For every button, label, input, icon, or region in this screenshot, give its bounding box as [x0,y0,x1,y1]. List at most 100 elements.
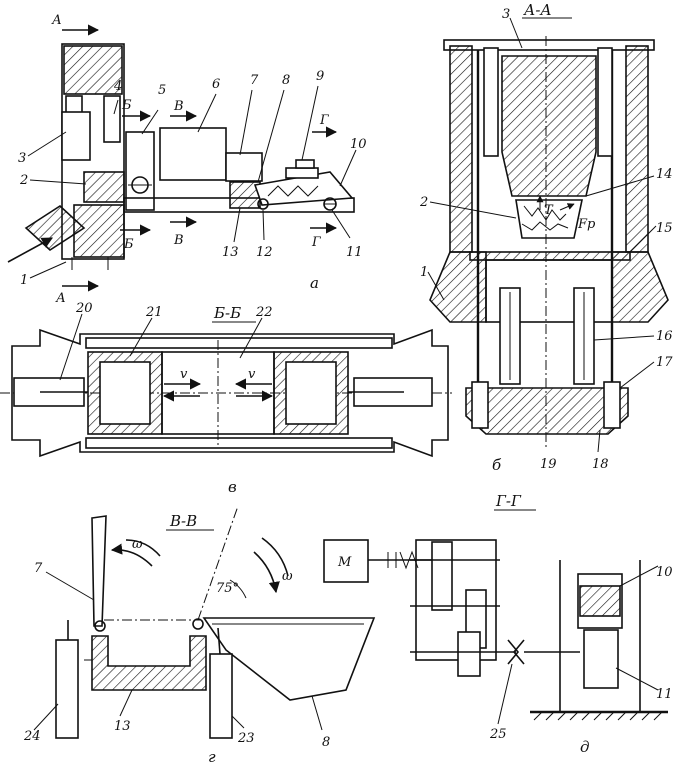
omega-right-arrow [253,551,280,594]
symbol-v-right: v [248,367,256,382]
upper-jaw-3 [501,55,597,197]
top-rail [85,337,393,349]
leader-25 [497,663,513,725]
label-4: 4 [113,79,122,94]
ground-hatch [533,711,663,721]
leader-b2 [429,201,517,219]
roller-12 [257,198,269,210]
label-g11: 11 [656,687,673,702]
view-g-section-vv: В-В 7 24 13 23 8 ω ω [23,505,376,766]
clutch-25 [507,639,525,665]
symbol-v-left: v [180,367,188,382]
leader-g11 [615,667,659,691]
lever-7-pivot [94,620,106,632]
label-25: 25 [489,727,507,742]
label-16: 16 [656,329,673,344]
symbol-omega-left: ω [132,537,143,552]
label-g10: 10 [656,565,673,580]
omega-left-arrow [110,543,153,567]
leader-16 [593,335,655,341]
left-wall [449,45,473,253]
jaw-2 [83,171,125,203]
leader-5 [141,109,159,135]
force-fp-arrow [559,203,575,211]
nut-17-right [603,381,621,429]
motor-label: М [337,555,352,570]
conveyor-zigzag [267,185,319,197]
lower-plate [469,251,631,261]
marker-b-bottom: Б [123,237,134,252]
label-g13: 13 [114,719,131,734]
slider-3 [61,111,91,161]
jaw-box-21-left-inner [99,361,151,425]
label-19: 19 [540,457,557,472]
view-a: А А Б Б В В Г Г 3 2 1 4 5 6 7 8 9 10 11 … [7,13,367,306]
leader-g8 [311,695,323,731]
unit-6 [159,127,227,181]
leader-b1 [427,271,445,301]
label-5: 5 [158,83,166,98]
roller-10-band [579,585,621,617]
stone-2 [515,199,583,239]
gearbox [415,539,497,661]
label-7: 7 [250,73,259,88]
leader-22 [239,317,263,359]
label-3: 3 [18,151,26,166]
roller-11 [583,629,619,689]
gear-3 [457,631,481,677]
leader-13 [233,207,241,243]
leader-b3 [509,17,523,49]
cylinder-9 [285,167,319,179]
caption-v: в [228,478,237,496]
marker-a-top: А [51,13,62,28]
leader-20 [59,313,83,381]
caption-g: г [208,748,216,766]
symbol-omega-right: ω [282,569,293,584]
label-b3: 3 [502,7,510,22]
omega-left-arc [125,539,161,557]
frame-outline [11,328,449,458]
leader-14 [585,175,655,197]
feed-arrow [7,237,53,263]
view-v-section-bb: Б-Б 20 21 22 v v в [0,301,452,496]
omega-right-arc [261,537,289,577]
cylinder-23 [209,653,233,739]
leader-23 [231,715,245,729]
leader-3 [27,131,67,157]
leader-11 [331,209,351,239]
motor-box [323,539,369,583]
marker-a-bottom: А [55,291,66,306]
leader-12 [262,209,265,241]
leader-4 [113,99,119,115]
section-title-vv: В-В [169,512,197,530]
tilt-line [197,505,239,621]
label-10: 10 [350,137,367,152]
right-guide-rail [597,47,613,157]
section-title-bb: Б-Б [213,304,241,322]
right-wall [625,45,649,253]
label-12: 12 [256,245,273,260]
label-23: 23 [237,731,255,746]
label-8: 8 [282,73,290,88]
lever-7 [91,515,107,627]
leader-g7 [45,571,95,601]
leader-21 [129,317,153,357]
leader-g10 [619,565,659,587]
label-g7: 7 [34,561,43,576]
nut-17-left [471,381,489,429]
caption-d: д [580,738,590,756]
bin-13-section [91,635,207,691]
section-title-gg: Г-Г [495,492,522,510]
top-beam [443,39,655,51]
label-20: 20 [75,301,93,316]
caption-b: б [492,456,502,474]
right-frame-lower [611,251,669,323]
leader-2 [29,179,87,185]
label-14: 14 [656,167,673,182]
label-11: 11 [346,245,363,260]
marker-v-bottom: В [173,233,184,248]
chute-8 [202,617,376,701]
leader-10 [339,149,357,187]
frame-top-block [63,45,123,95]
